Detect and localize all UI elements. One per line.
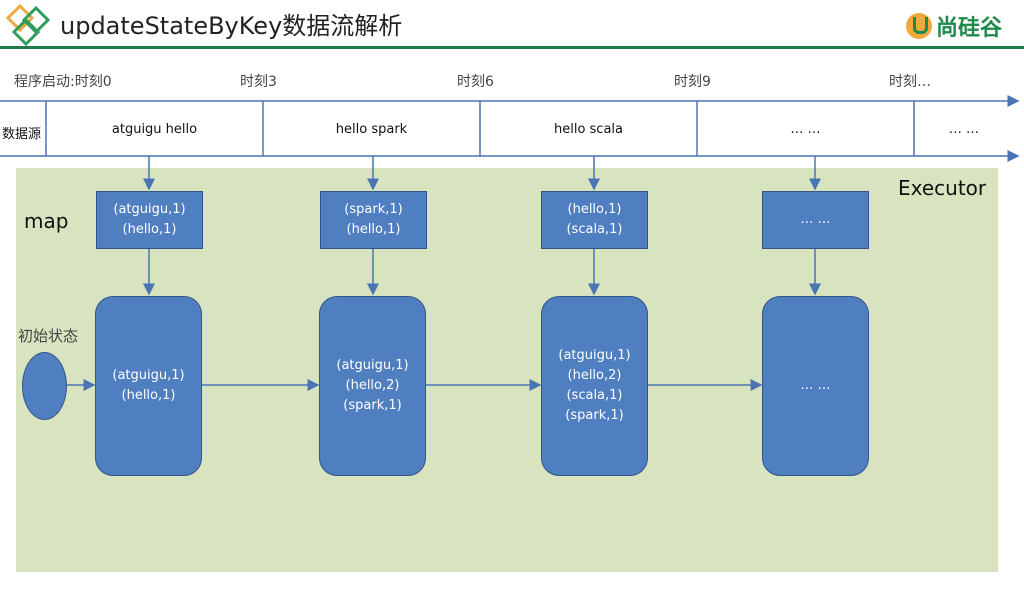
time-label-0: 程序启动:时刻0 (14, 74, 112, 90)
source-cell-0: atguigu hello (111, 121, 198, 137)
source-cell-1: hello spark (335, 121, 408, 137)
state-box-line: (scala,1) (566, 388, 623, 403)
state-box-line: (hello,2) (345, 378, 400, 393)
brand-u-icon (905, 13, 932, 39)
map-box-line: (atguigu,1) (113, 202, 186, 217)
state-box-line: … … (800, 378, 831, 393)
map-label: map (24, 209, 69, 233)
page-title: updateStateByKey数据流解析 (60, 12, 403, 40)
source-cell-4: … … (948, 121, 980, 137)
executor-label: Executor (898, 176, 987, 200)
state-box-0: (atguigu,1) (hello,1) (95, 296, 202, 476)
map-box-line: (hello,1) (567, 202, 622, 217)
brand-name: 尚硅谷 (935, 16, 1002, 41)
map-box-line: (hello,1) (346, 222, 401, 237)
map-box-1: (spark,1) (hello,1) (320, 191, 427, 249)
header-rule (0, 46, 1024, 49)
source-cell-2: hello scala (553, 121, 623, 137)
source-cell-3: … … (790, 121, 821, 137)
state-box-line: (spark,1) (343, 398, 402, 413)
time-label-more: 时刻… (889, 74, 931, 90)
initial-state-label: 初始状态 (18, 327, 79, 345)
map-box-3: … … (762, 191, 869, 249)
map-box-line: (hello,1) (122, 222, 177, 237)
state-box-line: (hello,1) (121, 388, 176, 403)
time-label-3: 时刻3 (240, 74, 277, 90)
map-box-line: (spark,1) (344, 202, 403, 217)
data-source-label: 数据源 (2, 127, 42, 142)
state-box-line: (spark,1) (565, 408, 624, 423)
state-box-3: … … (762, 296, 869, 476)
map-box-2: (hello,1) (scala,1) (541, 191, 648, 249)
state-box-line: (hello,2) (567, 368, 622, 383)
state-box-2: (atguigu,1) (hello,2) (scala,1) (spark,1… (541, 296, 648, 476)
brand-logo: 尚硅谷 (905, 10, 1002, 42)
map-box-0: (atguigu,1) (hello,1) (96, 191, 203, 249)
initial-state-node (22, 352, 67, 420)
logo-diamonds-icon (6, 4, 51, 46)
state-box-line: (atguigu,1) (336, 358, 409, 373)
state-box-line: (atguigu,1) (558, 348, 631, 363)
map-box-line: … … (800, 212, 831, 227)
map-box-line: (scala,1) (566, 222, 623, 237)
state-box-line: (atguigu,1) (112, 368, 185, 383)
time-label-9: 时刻9 (674, 74, 711, 90)
state-box-1: (atguigu,1) (hello,2) (spark,1) (319, 296, 426, 476)
time-label-6: 时刻6 (457, 74, 494, 90)
